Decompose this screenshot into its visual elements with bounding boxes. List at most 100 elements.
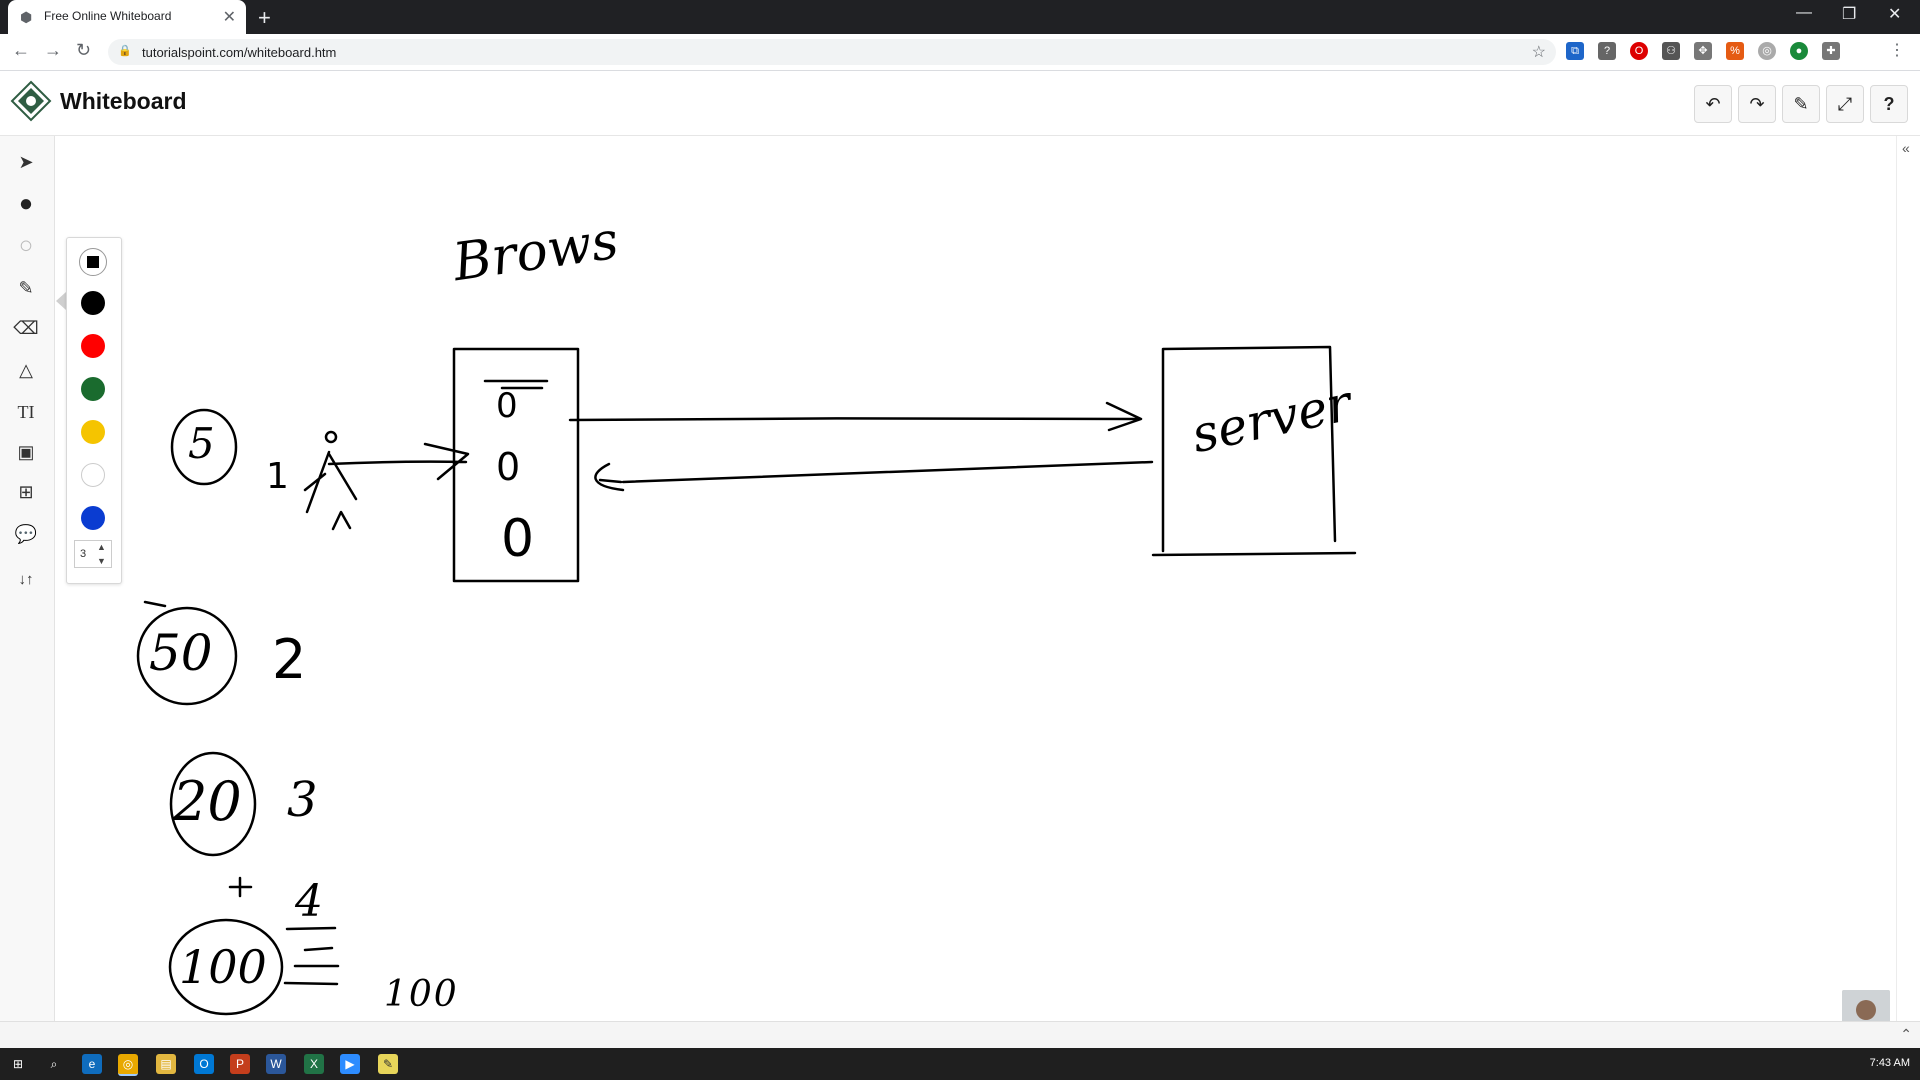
opera-extension-icon[interactable]: O bbox=[1630, 42, 1648, 60]
plus-sign bbox=[228, 876, 253, 898]
box-slot: 0 bbox=[496, 386, 518, 426]
pencil-tool[interactable]: ✎ bbox=[18, 278, 34, 298]
box-slot: 0 bbox=[496, 445, 521, 489]
new-tab-button[interactable]: + bbox=[258, 5, 271, 30]
color-swatch-red[interactable] bbox=[81, 334, 105, 358]
undo-button[interactable]: ↶ bbox=[1694, 85, 1732, 123]
number-4: 4 bbox=[295, 876, 323, 927]
server-base bbox=[1151, 551, 1357, 557]
request-arrow bbox=[568, 401, 1143, 432]
app-title: Whiteboard bbox=[60, 88, 187, 114]
color-swatch-green[interactable] bbox=[81, 377, 105, 401]
forward-button[interactable]: → bbox=[44, 40, 62, 60]
close-window-button[interactable]: ✕ bbox=[1888, 6, 1902, 23]
circle-5 bbox=[170, 408, 238, 486]
restore-button[interactable]: ❐ bbox=[1842, 6, 1857, 23]
puzzle-icon[interactable]: ✚ bbox=[1822, 42, 1840, 60]
taskbar-clock: 7:43 AM bbox=[1869, 1057, 1910, 1069]
text-tool[interactable]: TI bbox=[17, 402, 35, 422]
image-tool[interactable]: ▣ bbox=[17, 442, 35, 462]
select-tool[interactable]: ➤ bbox=[18, 152, 34, 172]
response-arrow bbox=[594, 460, 1154, 492]
back-button[interactable]: ← bbox=[12, 40, 30, 60]
minimize-button[interactable]: — bbox=[1796, 4, 1812, 21]
bg-color-tool[interactable]: ○ bbox=[18, 232, 34, 259]
search-icon[interactable]: ⌕ bbox=[50, 1057, 58, 1071]
extension-icon[interactable]: % bbox=[1726, 42, 1744, 60]
server-box bbox=[1161, 345, 1337, 553]
circle-100-label: 100 bbox=[179, 940, 267, 994]
user-figure bbox=[303, 450, 358, 531]
circle-5-label: 5 bbox=[188, 419, 215, 468]
app-header: Whiteboard ↶ ↷ ✎ ⤢ ? bbox=[0, 71, 1920, 136]
circle-50 bbox=[136, 606, 238, 706]
eraser-tool[interactable]: ⌫ bbox=[13, 318, 39, 338]
help-button[interactable]: ? bbox=[1870, 85, 1908, 123]
app-logo bbox=[10, 80, 52, 122]
fill-toggle[interactable] bbox=[79, 248, 107, 276]
brush-button[interactable]: ✎ bbox=[1782, 85, 1820, 123]
file-explorer-icon[interactable]: ▤ bbox=[156, 1054, 176, 1074]
color-swatch-yellow[interactable] bbox=[81, 420, 105, 444]
circle-20-label: 20 bbox=[173, 770, 242, 833]
color-swatch-blue[interactable] bbox=[81, 506, 105, 530]
stroke-width-input[interactable] bbox=[74, 540, 112, 568]
tool-rail: ➤ ● ○ ✎ ⌫ △ TI ▣ ⊞ 💬 ↓↑ bbox=[0, 136, 55, 1021]
circle-100 bbox=[168, 918, 284, 1016]
extension-icon[interactable]: ? bbox=[1598, 42, 1616, 60]
redo-button[interactable]: ↷ bbox=[1738, 85, 1776, 123]
chrome-icon[interactable]: ◎ bbox=[118, 1054, 138, 1076]
insert-tool[interactable]: ⊞ bbox=[18, 482, 34, 502]
menu-kebab-icon[interactable]: ⋮ bbox=[1889, 42, 1905, 59]
browser-tab-bar: ⬢ Free Online Whiteboard ✕ + — ❐ ✕ bbox=[0, 0, 1920, 34]
bookmark-star-icon[interactable]: ☆ bbox=[1531, 44, 1546, 61]
user-figure-head bbox=[324, 430, 338, 444]
tab-close-icon[interactable]: ✕ bbox=[222, 9, 236, 26]
extension-icon[interactable]: ● bbox=[1790, 42, 1808, 60]
color-swatch-black[interactable] bbox=[81, 291, 105, 315]
color-tool[interactable]: ● bbox=[18, 190, 34, 217]
extension-icon[interactable]: ⚇ bbox=[1662, 42, 1680, 60]
stroke-down-icon[interactable]: ▼ bbox=[97, 556, 106, 566]
address-bar[interactable]: 🔒 tutorialspoint.com/whiteboard.htm ☆ bbox=[108, 39, 1556, 65]
move-extension-icon[interactable]: ✥ bbox=[1694, 42, 1712, 60]
stroke-up-icon[interactable]: ▲ bbox=[97, 542, 106, 552]
color-palette: ▲ ▼ bbox=[66, 237, 122, 584]
tab-title: Free Online Whiteboard bbox=[44, 9, 172, 23]
right-panel-toggle[interactable]: « bbox=[1896, 136, 1920, 1021]
whiteboard-canvas[interactable]: Brows server 0 0 0 5 50 20 100 1 2 3 4 1… bbox=[55, 136, 1896, 1021]
palette-pointer bbox=[56, 292, 66, 310]
edge-icon[interactable]: e bbox=[82, 1054, 102, 1074]
shapes-tool[interactable]: △ bbox=[19, 360, 33, 380]
windows-start-icon[interactable]: ⊞ bbox=[12, 1057, 24, 1071]
outlook-icon[interactable]: O bbox=[194, 1054, 214, 1074]
extension-icon[interactable]: ◎ bbox=[1758, 42, 1776, 60]
sort-tool[interactable]: ↓↑ bbox=[18, 571, 34, 588]
excel-icon[interactable]: X bbox=[304, 1054, 324, 1074]
value-100: 100 bbox=[384, 974, 459, 1015]
tab-favicon-icon: ⬢ bbox=[20, 9, 33, 25]
status-bar: ⌃ bbox=[0, 1021, 1920, 1049]
number-2: 2 bbox=[272, 628, 307, 691]
powerpoint-icon[interactable]: P bbox=[230, 1054, 250, 1074]
zoom-icon[interactable]: ▶ bbox=[340, 1054, 360, 1074]
number-3: 3 bbox=[287, 772, 318, 828]
circle-20 bbox=[169, 751, 257, 857]
reload-button[interactable]: ↻ bbox=[76, 40, 92, 60]
drawing-layer bbox=[136, 345, 1357, 1016]
browser-tab[interactable]: ⬢ Free Online Whiteboard ✕ bbox=[8, 0, 246, 34]
collapse-icon: « bbox=[1902, 140, 1910, 156]
box-slot: 0 bbox=[501, 509, 535, 569]
word-icon[interactable]: W bbox=[266, 1054, 286, 1074]
comment-tool[interactable]: 💬 bbox=[14, 524, 38, 544]
number-1: 1 bbox=[266, 456, 289, 497]
scroll-up-icon[interactable]: ⌃ bbox=[1900, 1026, 1912, 1042]
color-swatch-white[interactable] bbox=[81, 463, 105, 487]
notes-icon[interactable]: ✎ bbox=[378, 1054, 398, 1074]
circle-50-label: 50 bbox=[149, 624, 213, 682]
address-url: tutorialspoint.com/whiteboard.htm bbox=[142, 45, 337, 60]
fullscreen-button[interactable]: ⤢ bbox=[1826, 85, 1864, 123]
copy-extension-icon[interactable]: ⧉ bbox=[1566, 42, 1584, 60]
user-arrow bbox=[327, 442, 470, 481]
lock-icon: 🔒 bbox=[118, 45, 132, 57]
